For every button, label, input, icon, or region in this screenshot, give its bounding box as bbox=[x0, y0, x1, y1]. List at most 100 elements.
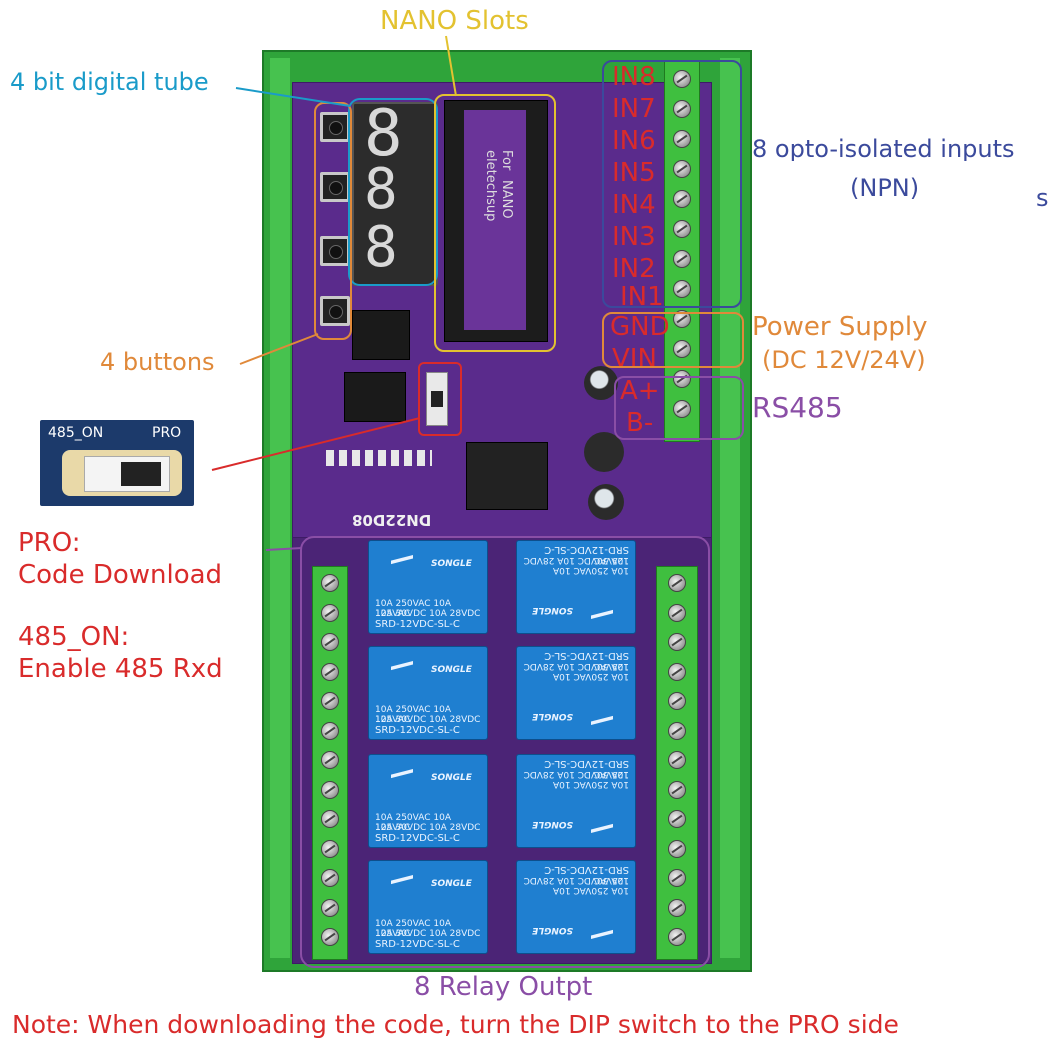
switch-slot bbox=[84, 456, 170, 492]
input-screw bbox=[673, 70, 691, 88]
pin-label-in8: IN8 bbox=[612, 62, 656, 92]
ic-chip-2 bbox=[344, 372, 406, 422]
relay-logo bbox=[391, 555, 413, 565]
switch-inset: 485_ON PRO bbox=[40, 420, 194, 506]
ic-chip-1 bbox=[352, 310, 410, 360]
relay-output-label: 8 Relay Outpt bbox=[414, 972, 593, 1002]
input-screw bbox=[673, 250, 691, 268]
relay-leader bbox=[265, 547, 303, 551]
relay-logo bbox=[391, 661, 413, 671]
relay-screw bbox=[321, 751, 339, 769]
relay-brand: SONGLE bbox=[431, 879, 472, 889]
stray-s-label: s bbox=[1036, 184, 1049, 212]
relay-screw bbox=[668, 928, 686, 946]
relay-logo bbox=[391, 875, 413, 885]
rail-inner-right bbox=[720, 58, 740, 958]
digit-2: 8 bbox=[364, 157, 398, 222]
switch-body bbox=[62, 450, 182, 496]
rs485-box bbox=[614, 376, 744, 440]
relay-model: SRD-12VDC-SL-C bbox=[375, 833, 460, 844]
button-3[interactable] bbox=[320, 236, 350, 266]
power-supply-box bbox=[602, 312, 744, 368]
dip-switch-leader bbox=[211, 417, 421, 471]
relay-screw bbox=[321, 780, 339, 799]
relay-screw bbox=[321, 603, 339, 622]
digit-3: 8 bbox=[364, 215, 398, 280]
input-screw bbox=[673, 100, 691, 118]
relay-screw bbox=[668, 633, 686, 651]
digital-tube-box bbox=[348, 98, 438, 286]
capacitor-3 bbox=[588, 484, 624, 520]
485-on-label-2: Enable 485 Rxd bbox=[18, 654, 223, 684]
pin-label-in1: IN1 bbox=[620, 282, 664, 312]
relay-brand: SONGLE bbox=[431, 559, 472, 569]
relay-screw bbox=[321, 898, 339, 917]
dip-switch-box bbox=[418, 362, 462, 436]
buttons-leader bbox=[239, 333, 319, 365]
relay-rating-2: 10A 30VDC 10A 28VDC bbox=[375, 823, 481, 833]
button-2[interactable] bbox=[320, 172, 350, 202]
switch-inset-left-label: 485_ON bbox=[48, 425, 104, 441]
pin-label-b: B- bbox=[626, 408, 654, 438]
relay-screw bbox=[321, 928, 339, 946]
relay-screw bbox=[668, 692, 686, 710]
relay-screw bbox=[321, 574, 339, 592]
pro-label-1: PRO: bbox=[18, 528, 81, 558]
relay-screw bbox=[321, 810, 339, 828]
relay-screw bbox=[668, 780, 686, 799]
buttons-label: 4 buttons bbox=[100, 348, 215, 376]
pin-label-in3: IN3 bbox=[612, 222, 656, 252]
relay-model: SRD-12VDC-SL-C bbox=[375, 939, 460, 950]
input-screw bbox=[673, 280, 691, 298]
power-supply-label-1: Power Supply bbox=[752, 312, 928, 342]
pcb-lower bbox=[292, 537, 712, 964]
input-screw bbox=[673, 130, 691, 148]
switch-knob[interactable] bbox=[121, 462, 161, 486]
input-screw bbox=[673, 190, 691, 208]
digital-tube-display: 8 8 8 bbox=[352, 102, 438, 286]
relay-screw bbox=[668, 869, 686, 887]
dip-switch[interactable] bbox=[426, 372, 448, 426]
relay-rating-1: 10A 250VAC 10A 125VAC bbox=[375, 599, 451, 619]
relay-screw bbox=[668, 898, 686, 917]
button-1[interactable] bbox=[320, 112, 350, 142]
relay-screw bbox=[321, 839, 339, 858]
opto-inputs-label-1: 8 opto-isolated inputs bbox=[752, 137, 1015, 161]
led-row bbox=[326, 450, 432, 466]
pin-label-in6: IN6 bbox=[612, 126, 656, 156]
nano-leader bbox=[445, 35, 457, 97]
relay-rating-1: 10A 250VAC 10A 125VAC bbox=[375, 705, 451, 725]
relay-brand: SONGLE bbox=[431, 665, 472, 675]
switch-inset-right-label: PRO bbox=[152, 425, 182, 441]
input-screw bbox=[673, 370, 691, 388]
pro-label-2: Code Download bbox=[18, 560, 223, 590]
relay-rating-2: 10A 30VDC 10A 28VDC bbox=[375, 609, 481, 619]
rs485-label: RS485 bbox=[752, 391, 843, 424]
relay-output-box bbox=[300, 536, 710, 968]
nano-slots-title: NANO Slots bbox=[380, 6, 529, 36]
pin-label-gnd: GND bbox=[610, 312, 670, 342]
relay-screw bbox=[321, 692, 339, 710]
capacitor-1 bbox=[584, 366, 618, 400]
pin-label-a: A+ bbox=[620, 376, 660, 406]
input-screw bbox=[673, 220, 691, 238]
relay-rating-2: 10A 30VDC 10A 28VDC bbox=[375, 715, 481, 725]
input-screw bbox=[673, 310, 691, 328]
button-4[interactable] bbox=[320, 296, 350, 326]
note-text: Note: When downloading the code, turn th… bbox=[12, 1010, 899, 1039]
input-screw bbox=[673, 400, 691, 418]
relay-screw bbox=[668, 662, 686, 681]
nano-silkscreen bbox=[464, 110, 526, 330]
pin-label-in5: IN5 bbox=[612, 158, 656, 188]
capacitor-2 bbox=[584, 432, 624, 472]
input-screw bbox=[673, 160, 691, 178]
digital-tube-leader bbox=[235, 87, 351, 107]
nano-slot-box bbox=[434, 94, 556, 352]
relay-screw bbox=[668, 839, 686, 858]
digit-1: 8 bbox=[364, 97, 403, 171]
relay-screw bbox=[321, 721, 339, 740]
